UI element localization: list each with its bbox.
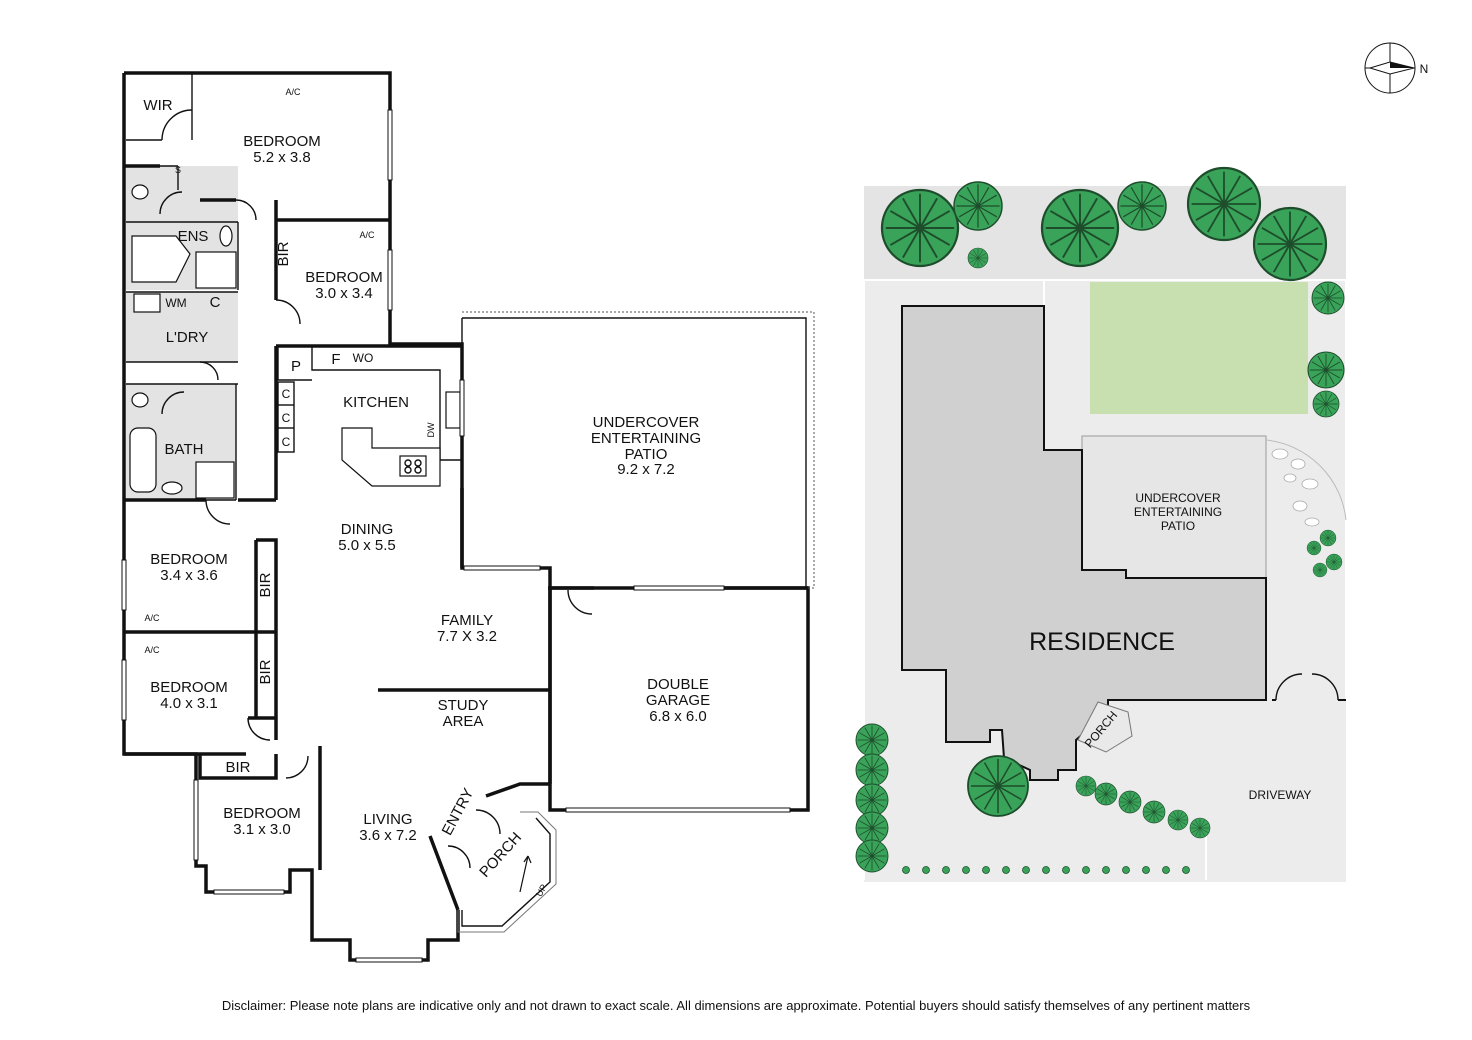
residence-footprint — [901, 305, 1267, 781]
room-entry: ENTRY — [439, 786, 478, 839]
room-patio-size: 9.2 x 7.2 — [617, 461, 675, 478]
room-bedroom-1-size: 5.2 x 3.8 — [253, 149, 311, 166]
room-kitchen: KITCHEN — [343, 394, 409, 411]
washing-machine — [133, 293, 161, 313]
fixture-labels: A/C A/C A/C A/C S C C C UP — [144, 87, 548, 898]
disclaimer-text: Disclaimer: Please note plans are indica… — [221, 998, 1251, 1013]
room-dishwasher: DW — [426, 422, 436, 437]
windows — [121, 109, 791, 963]
compass-north-label: N — [1420, 62, 1429, 76]
room-bedroom-4-size: 4.0 x 3.1 — [160, 695, 218, 712]
driveway-label: DRIVEWAY — [1249, 788, 1312, 802]
room-family-size: 7.7 X 3.2 — [437, 628, 497, 645]
site-patio-label-3: PATIO — [1161, 519, 1195, 533]
cupboard-label: C — [282, 411, 291, 425]
room-bir-2: BIR — [257, 572, 274, 597]
ac-label: A/C — [285, 87, 301, 97]
compass: N — [1364, 42, 1429, 94]
room-bir-1: BIR — [275, 241, 292, 266]
ac-label: A/C — [144, 645, 160, 655]
residence-label: RESIDENCE — [1029, 628, 1175, 656]
room-wm: WM — [165, 296, 186, 310]
bathroom-fixtures — [129, 184, 237, 499]
ac-label: A/C — [144, 613, 160, 623]
lawn — [1090, 282, 1308, 414]
room-living: LIVING — [363, 811, 412, 828]
room-labels: WIR BEDROOM 5.2 x 3.8 ENS BIR BEDROOM 3.… — [143, 97, 710, 881]
room-dining: DINING — [341, 521, 394, 538]
room-fridge: F — [331, 351, 340, 368]
room-bedroom-2-size: 3.0 x 3.4 — [315, 285, 373, 302]
room-family: FAMILY — [441, 612, 493, 629]
room-bir-3: BIR — [257, 659, 274, 684]
cooktop — [399, 455, 427, 477]
room-bedroom-3-size: 3.4 x 3.6 — [160, 567, 218, 584]
room-wall-oven: WO — [353, 351, 374, 365]
cupboard-label: C — [282, 387, 291, 401]
room-living-size: 3.6 x 7.2 — [359, 827, 417, 844]
door-swings — [159, 109, 593, 869]
bathtub — [129, 427, 157, 493]
cupboard-label: C — [282, 435, 291, 449]
room-porch: PORCH — [476, 829, 525, 881]
room-bedroom-4: BEDROOM — [150, 679, 228, 696]
room-bedroom-2: BEDROOM — [305, 269, 383, 286]
room-dining-size: 5.0 x 5.5 — [338, 537, 396, 554]
room-ensuite: ENS — [178, 228, 209, 245]
room-bir-4: BIR — [225, 759, 250, 776]
room-bedroom-1: BEDROOM — [243, 133, 321, 150]
room-laundry: L'DRY — [166, 329, 209, 346]
patio-outline — [461, 311, 815, 589]
room-wir: WIR — [143, 97, 172, 114]
hedge-row — [902, 866, 1190, 874]
room-pantry: P — [291, 358, 301, 375]
room-bedroom-3: BEDROOM — [150, 551, 228, 568]
site-patio-label-2: ENTERTAINING — [1134, 505, 1222, 519]
room-c: C — [210, 294, 221, 311]
room-bedroom-5: BEDROOM — [223, 805, 301, 822]
site-plan: RESIDENCE UNDERCOVER ENTERTAINING PATIO … — [855, 166, 1347, 882]
room-bedroom-5-size: 3.1 x 3.0 — [233, 821, 291, 838]
room-bath: BATH — [165, 441, 204, 458]
kitchen-sink — [445, 391, 461, 429]
room-garage-size: 6.8 x 6.0 — [649, 708, 707, 725]
shelf-label: S — [175, 165, 181, 175]
porch-outline — [428, 782, 557, 933]
kitchen-benches — [277, 346, 462, 487]
ac-label: A/C — [359, 230, 375, 240]
site-patio-label-1: UNDERCOVER — [1135, 491, 1221, 505]
ensuite-bath — [131, 235, 191, 283]
